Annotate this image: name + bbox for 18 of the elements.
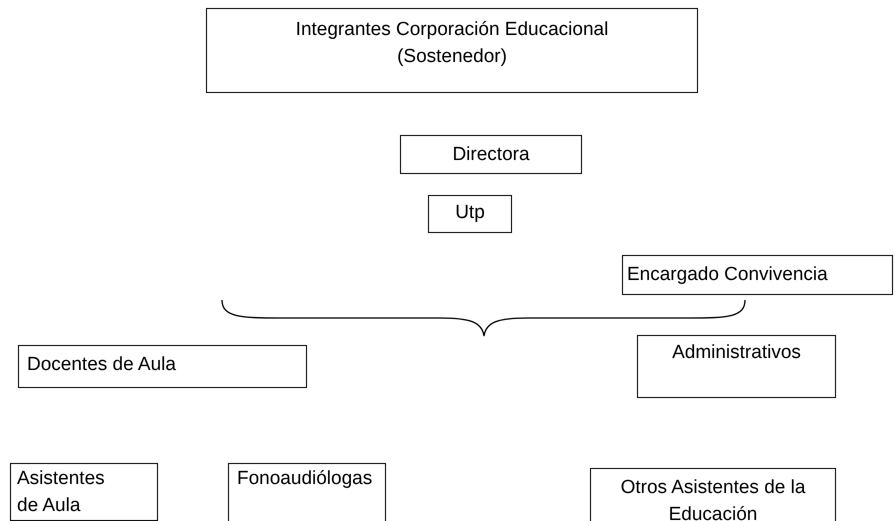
box-label: Integrantes Corporación Educacional (Sostenedor) [294, 18, 610, 69]
box-label: Asistentes de Aula [16, 467, 106, 518]
org-box [428, 195, 512, 233]
org-box [637, 335, 836, 398]
org-box [622, 255, 893, 295]
box-label: Docentes de Aula [26, 353, 177, 377]
org-box [590, 468, 836, 521]
org-box [18, 345, 307, 388]
box-label: Encargado Convivencia [626, 263, 829, 287]
box-label: Fonoaudiólogas [236, 467, 374, 491]
box-label: Utp [454, 201, 486, 225]
box-label: Administrativos [671, 341, 802, 365]
box-label: Directora [451, 143, 531, 167]
org-box [206, 8, 698, 93]
org-box [10, 463, 158, 521]
org-box [400, 135, 582, 174]
box-label: Otros Asistentes de la Educación [620, 476, 806, 521]
org-box [228, 463, 386, 521]
